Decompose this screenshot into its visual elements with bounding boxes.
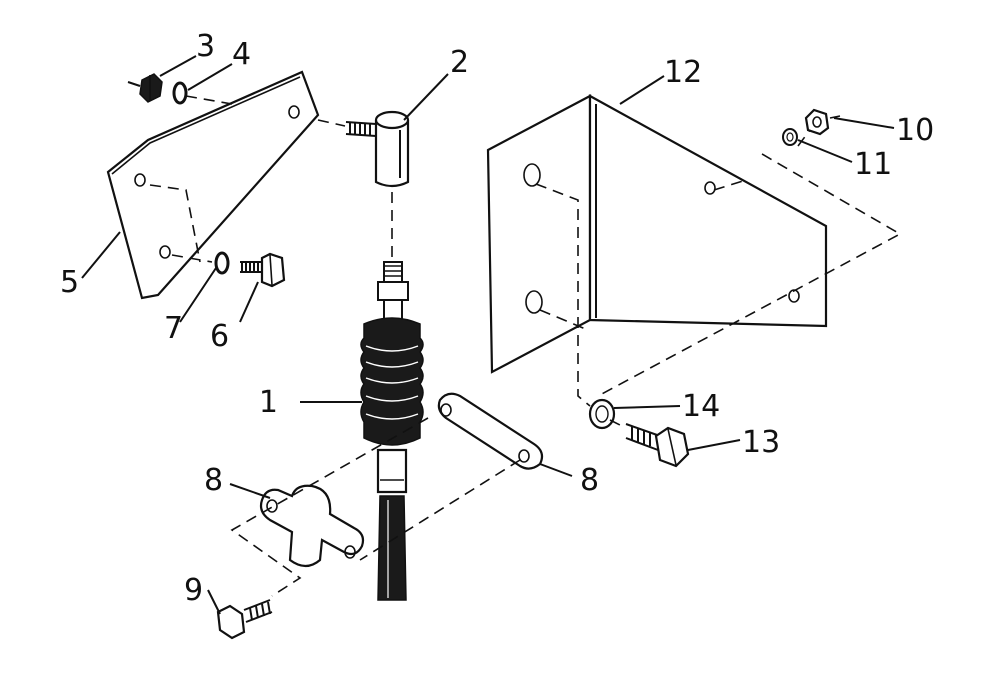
clamp-part-8-saddle (259, 484, 365, 568)
callout-3: 3 (196, 29, 215, 64)
nut-part-3 (139, 73, 163, 103)
angle-bracket-part-12 (486, 94, 828, 374)
callout-13: 13 (742, 425, 780, 460)
callout-2: 2 (450, 45, 469, 80)
callout-14: 14 (682, 389, 720, 424)
washer-part-14 (588, 398, 616, 430)
leader-lines (81, 55, 895, 615)
washer-part-7 (214, 251, 230, 275)
pin-part-2 (345, 110, 410, 188)
callout-5: 5 (60, 265, 79, 300)
callout-1: 1 (259, 385, 278, 420)
callout-7: 7 (164, 311, 183, 346)
assembly-lines (230, 115, 902, 597)
callout-9: 9 (184, 573, 203, 608)
callout-8-right: 8 (580, 463, 599, 498)
bolt-part-9 (216, 599, 273, 640)
callout-11: 11 (854, 147, 892, 182)
callout-10: 10 (896, 113, 934, 148)
callout-6: 6 (210, 319, 229, 354)
callout-4: 4 (232, 37, 251, 72)
strap-part-8-flat (437, 392, 544, 470)
callout-12: 12 (664, 55, 702, 90)
nut-part-10 (804, 108, 830, 136)
callout-8-upper-left: 8 (204, 463, 223, 498)
bolt-part-6 (240, 252, 286, 288)
callout-labels: 1 2 3 4 5 6 7 8 8 9 10 11 12 13 14 (60, 29, 934, 608)
washer-part-4 (172, 81, 188, 105)
bolt-part-13 (625, 423, 690, 468)
insulator-part-1 (360, 261, 424, 601)
mounting-plate-part-5 (106, 70, 320, 300)
washer-part-11 (782, 128, 798, 146)
